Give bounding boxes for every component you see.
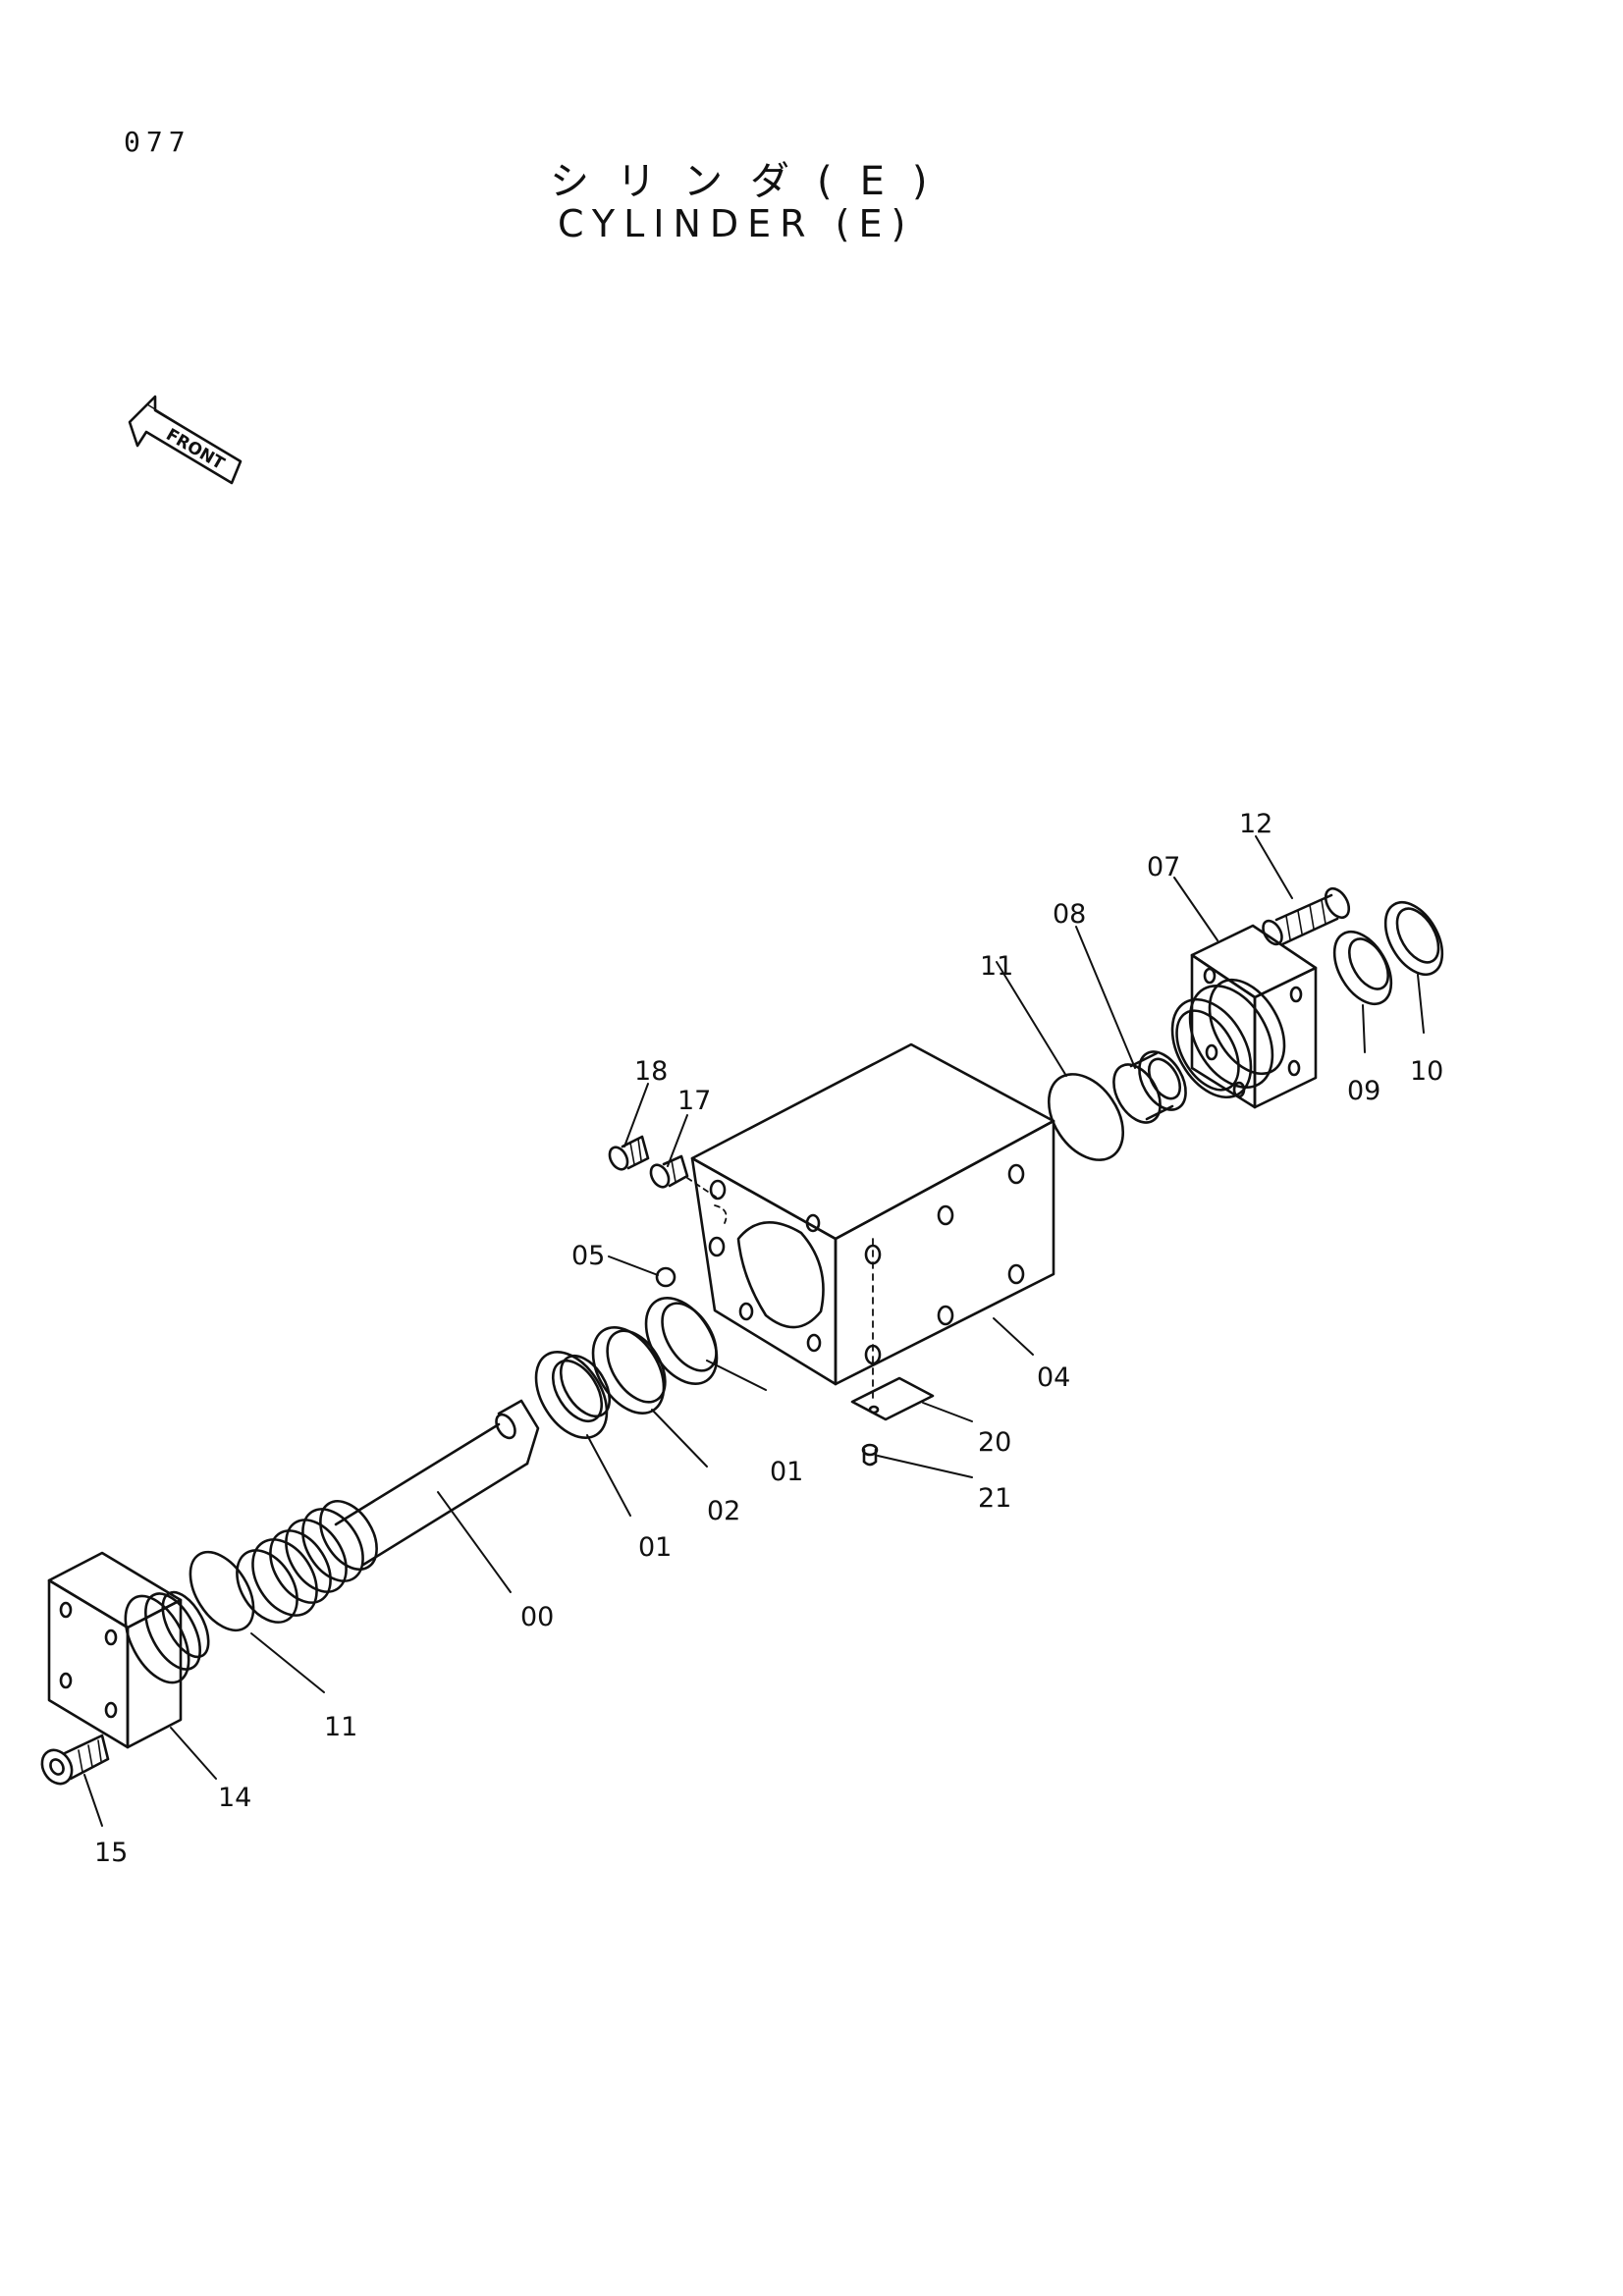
- bushing-08: [1112, 1050, 1187, 1124]
- bolt-12: [1262, 886, 1351, 946]
- callout-04: 04: [1037, 1362, 1070, 1393]
- rod-head-cover-07: [1170, 924, 1318, 1109]
- callout-07: 07: [1147, 852, 1180, 882]
- seal-10: [1383, 901, 1444, 976]
- plug-18: [608, 1135, 650, 1171]
- left-end-cover: [47, 1551, 210, 1749]
- callout-10: 10: [1410, 1056, 1443, 1087]
- front-arrow-icon: FRONT: [128, 395, 243, 485]
- callout-15: 15: [94, 1838, 128, 1868]
- seal-group: [534, 1296, 719, 1440]
- callout-14: 14: [218, 1783, 251, 1813]
- callout-12: 12: [1239, 809, 1272, 839]
- steel-ball-05: [655, 1266, 676, 1288]
- callout-08: 08: [1053, 899, 1086, 930]
- o-ring-top: [1047, 1073, 1125, 1161]
- callout-09: 09: [1347, 1076, 1380, 1106]
- callout-11-top: 11: [980, 951, 1013, 982]
- title-english: CYLINDER (E): [558, 202, 915, 245]
- leader-lines: [83, 835, 1425, 1827]
- screw-21: [861, 1443, 879, 1467]
- callout-05: 05: [571, 1241, 605, 1271]
- callout-18: 18: [634, 1056, 668, 1087]
- callout-20: 20: [978, 1427, 1011, 1458]
- o-ring-left: [189, 1550, 255, 1632]
- callout-02: 02: [707, 1496, 740, 1526]
- front-arrow-label: FRONT: [163, 425, 229, 474]
- callout-01-right: 01: [770, 1457, 803, 1487]
- cylinder-body-block: [690, 1042, 1055, 1401]
- callout-labels: 12 07 08 11 09 10 18 17 05 04 20 21 01 0…: [94, 809, 1443, 1868]
- plate-20: [850, 1376, 935, 1421]
- callout-21: 21: [978, 1483, 1011, 1514]
- callout-11-bottom: 11: [324, 1712, 357, 1742]
- callout-17: 17: [677, 1086, 711, 1116]
- rod-assembly: [236, 1399, 540, 1624]
- page-number: 077: [124, 126, 191, 158]
- title-japanese: シリンダ(E): [550, 159, 955, 204]
- bolt-15: [40, 1734, 110, 1786]
- seal-09: [1332, 931, 1393, 1005]
- plug-17: [649, 1154, 718, 1199]
- callout-00: 00: [520, 1602, 554, 1632]
- callout-01-left: 01: [638, 1532, 672, 1563]
